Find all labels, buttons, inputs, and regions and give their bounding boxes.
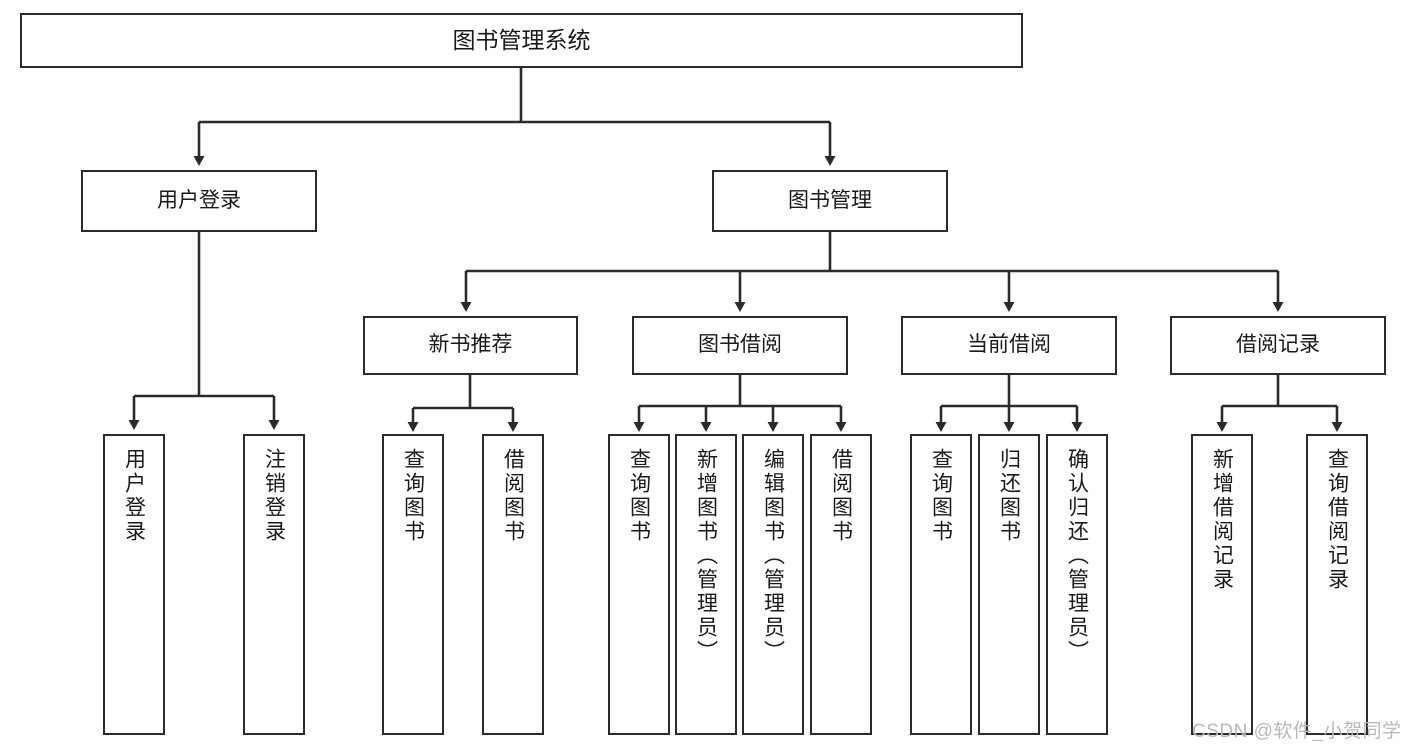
node-label: 借阅记录	[1236, 333, 1320, 357]
node-label: 图书借阅	[698, 333, 782, 357]
leaf-book-borrow-borrow-book[interactable]: 借阅图书	[810, 434, 872, 735]
node-label: 用户登录	[122, 448, 146, 544]
node-label: 图书管理系统	[452, 26, 591, 53]
leaf-book-borrow-edit-book-admin[interactable]: 编辑图书（管理员）	[742, 434, 804, 735]
node-label: 当前借阅	[967, 333, 1051, 357]
node-label: 确认归还（管理员）	[1065, 448, 1089, 664]
leaf-user-login-login[interactable]: 用户登录	[103, 434, 165, 735]
node-label: 用户登录	[157, 188, 241, 212]
node-label: 新增借阅记录	[1210, 448, 1234, 592]
node-label: 查询图书	[929, 448, 953, 544]
leaf-user-login-logout[interactable]: 注销登录	[243, 434, 305, 735]
node-book-management[interactable]: 图书管理	[712, 170, 948, 232]
node-label: 注销登录	[262, 448, 286, 544]
node-label: 归还图书	[997, 448, 1021, 544]
node-borrowing-records[interactable]: 借阅记录	[1170, 316, 1386, 375]
node-label: 查询图书	[401, 448, 425, 544]
node-label: 新增图书（管理员）	[694, 448, 718, 664]
node-book-borrowing[interactable]: 图书借阅	[632, 316, 848, 375]
node-root-book-management-system[interactable]: 图书管理系统	[20, 13, 1023, 68]
node-user-login[interactable]: 用户登录	[81, 170, 317, 232]
leaf-book-borrow-query-book[interactable]: 查询图书	[608, 434, 670, 735]
csdn-watermark: CSDN @软件_小贺同学	[1192, 716, 1401, 743]
leaf-current-borrow-return-book[interactable]: 归还图书	[978, 434, 1040, 735]
leaf-borrow-record-query-record[interactable]: 查询借阅记录	[1306, 434, 1368, 735]
leaf-current-borrow-query-book[interactable]: 查询图书	[910, 434, 972, 735]
watermark-text: CSDN @软件_小贺同学	[1192, 721, 1402, 742]
node-label: 查询图书	[627, 448, 651, 544]
leaf-new-book-query-book[interactable]: 查询图书	[382, 434, 444, 735]
node-current-borrowing[interactable]: 当前借阅	[901, 316, 1117, 375]
leaf-borrow-record-add-record[interactable]: 新增借阅记录	[1191, 434, 1253, 735]
node-label: 查询借阅记录	[1325, 448, 1349, 592]
node-label: 图书管理	[788, 188, 872, 212]
leaf-book-borrow-add-book-admin[interactable]: 新增图书（管理员）	[675, 434, 737, 735]
node-label: 新书推荐	[428, 333, 513, 357]
node-label: 借阅图书	[501, 448, 525, 544]
node-label: 编辑图书（管理员）	[761, 448, 785, 664]
node-new-book-recommendation[interactable]: 新书推荐	[363, 316, 578, 375]
leaf-new-book-borrow-book[interactable]: 借阅图书	[482, 434, 544, 735]
node-label: 借阅图书	[829, 448, 853, 544]
leaf-current-borrow-confirm-return-admin[interactable]: 确认归还（管理员）	[1046, 434, 1108, 735]
